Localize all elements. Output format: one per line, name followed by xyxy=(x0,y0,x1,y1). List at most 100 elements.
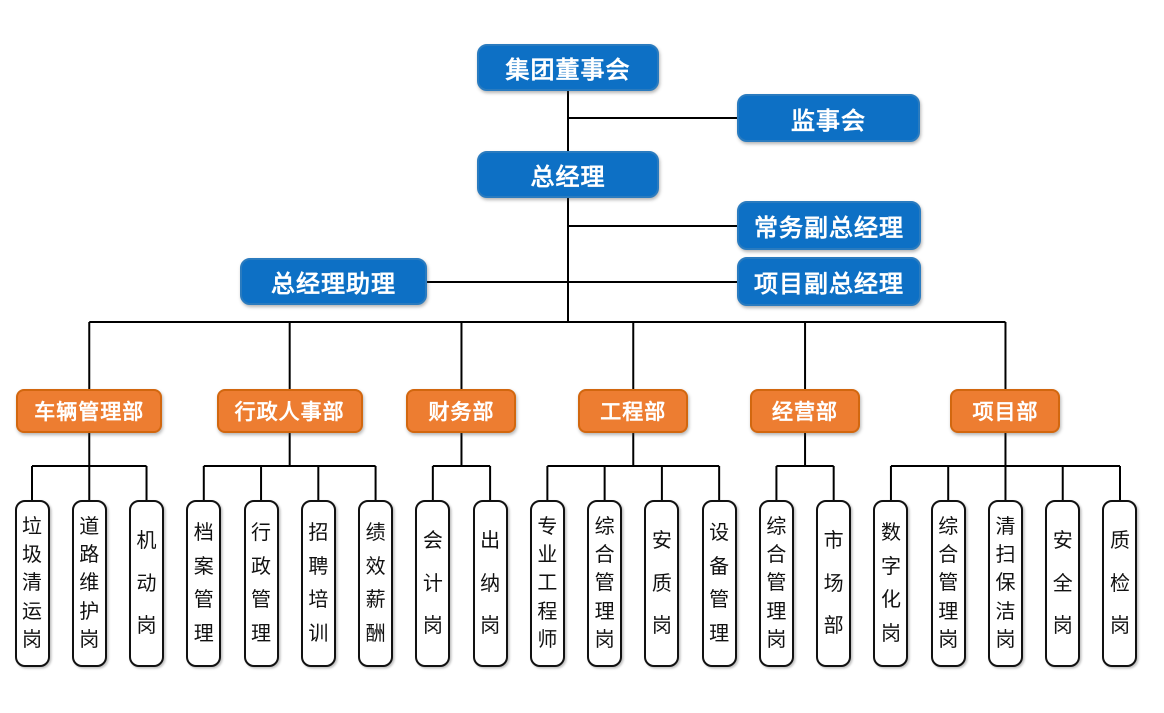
position-label-char: 道 xyxy=(79,516,100,539)
position-box: 行政管理 xyxy=(243,500,279,667)
position-label-char: 训 xyxy=(308,623,329,646)
position-label-char: 岗 xyxy=(79,628,100,651)
position-label-char: 理 xyxy=(709,623,730,646)
org-node-vehicle-management-dept: 车辆管理部 xyxy=(16,389,163,433)
position-label-char: 备 xyxy=(709,555,730,578)
position-label-char: 场 xyxy=(823,572,844,595)
position-label-char: 案 xyxy=(193,555,214,578)
position-box: 垃圾清运岗 xyxy=(14,500,50,667)
position-label-char: 质 xyxy=(651,572,672,595)
position-label-char: 政 xyxy=(251,555,272,578)
position-label-char: 字 xyxy=(880,555,901,578)
position-label-char: 效 xyxy=(365,555,386,578)
position-label-char: 市 xyxy=(823,530,844,553)
position-label-char: 计 xyxy=(422,572,443,595)
position-label-char: 管 xyxy=(709,589,730,612)
position-label-char: 岗 xyxy=(880,623,901,646)
position-box: 安质岗 xyxy=(644,500,680,667)
position-label-char: 理 xyxy=(766,600,787,623)
position-label-char: 合 xyxy=(766,544,787,567)
position-label-char: 化 xyxy=(880,589,901,612)
position-box: 清扫保洁岗 xyxy=(987,500,1023,667)
position-label-char: 出 xyxy=(480,530,501,553)
position-label-char: 洁 xyxy=(995,600,1016,623)
position-label-char: 程 xyxy=(537,600,558,623)
org-node-engineering-dept: 工程部 xyxy=(578,389,689,433)
position-label-char: 管 xyxy=(193,589,214,612)
position-label-char: 运 xyxy=(22,600,42,623)
position-label-char: 清 xyxy=(22,572,42,595)
position-label-char: 安 xyxy=(651,530,672,553)
position-box: 档案管理 xyxy=(186,500,222,667)
position-label-char: 岗 xyxy=(995,628,1016,651)
position-label-char: 合 xyxy=(938,544,959,567)
position-label-char: 绩 xyxy=(365,521,386,544)
position-label-char: 会 xyxy=(422,530,443,553)
position-box: 出纳岗 xyxy=(472,500,508,667)
department-label: 财务部 xyxy=(428,401,495,424)
position-label-char: 岗 xyxy=(594,628,615,651)
position-box: 市场部 xyxy=(816,500,852,667)
position-label-char: 部 xyxy=(823,614,844,637)
executive-label: 集团董事会 xyxy=(505,57,631,84)
position-label-char: 检 xyxy=(1109,572,1130,595)
position-label-char: 岗 xyxy=(480,614,501,637)
position-label-char: 岗 xyxy=(766,628,787,651)
position-label-char: 岗 xyxy=(22,628,42,651)
org-node-project-dept: 项目部 xyxy=(950,389,1061,433)
org-node-operations-dept: 经营部 xyxy=(750,389,861,433)
position-label-char: 综 xyxy=(766,516,787,539)
position-label-char: 综 xyxy=(938,516,959,539)
position-label-char: 岗 xyxy=(651,614,672,637)
executive-label: 项目副总经理 xyxy=(754,271,904,298)
position-label-char: 岗 xyxy=(136,614,157,637)
org-node-executive-deputy-general-manager: 常务副总经理 xyxy=(737,201,921,250)
executive-label: 常务副总经理 xyxy=(754,215,904,242)
position-label-char: 圾 xyxy=(22,544,42,567)
org-node-supervisory-board: 监事会 xyxy=(737,94,920,142)
position-label-char: 保 xyxy=(995,572,1016,595)
org-node-admin-hr-dept: 行政人事部 xyxy=(216,389,363,433)
position-box: 安全岗 xyxy=(1045,500,1081,667)
position-label-char: 招 xyxy=(308,521,329,544)
position-label-char: 业 xyxy=(537,544,558,567)
executive-label: 总经理 xyxy=(530,164,606,191)
org-node-general-manager-assistant: 总经理助理 xyxy=(240,258,427,305)
position-label-char: 管 xyxy=(938,572,959,595)
position-label-char: 理 xyxy=(193,623,214,646)
position-label-char: 酬 xyxy=(365,623,386,646)
executive-label: 监事会 xyxy=(791,107,866,135)
position-label-char: 扫 xyxy=(995,544,1016,567)
position-label-char: 垃 xyxy=(22,516,42,539)
position-label-char: 岗 xyxy=(422,614,443,637)
position-box: 综合管理岗 xyxy=(758,500,794,667)
department-label: 项目部 xyxy=(972,401,1039,424)
position-box: 会计岗 xyxy=(415,500,451,667)
position-box: 招聘培训 xyxy=(300,500,336,667)
position-box: 综合管理岗 xyxy=(587,500,623,667)
position-label-char: 岗 xyxy=(938,628,959,651)
position-box: 专业工程师 xyxy=(529,500,565,667)
position-label-char: 清 xyxy=(995,516,1016,539)
position-label-char: 安 xyxy=(1052,530,1073,553)
org-node-general-manager: 总经理 xyxy=(477,151,659,198)
position-label-char: 护 xyxy=(79,600,100,623)
position-label-char: 纳 xyxy=(480,572,501,595)
position-label-char: 质 xyxy=(1109,530,1130,553)
position-box: 数字化岗 xyxy=(873,500,909,667)
position-label-char: 数 xyxy=(880,521,901,544)
position-box: 质检岗 xyxy=(1102,500,1138,667)
position-box: 机动岗 xyxy=(129,500,165,667)
position-label-char: 工 xyxy=(537,572,558,595)
position-label-char: 管 xyxy=(251,589,272,612)
position-box: 绩效薪酬 xyxy=(358,500,394,667)
position-label-char: 机 xyxy=(136,530,157,553)
position-label-char: 维 xyxy=(79,572,100,595)
position-label-char: 岗 xyxy=(1052,614,1073,637)
position-label-char: 专 xyxy=(537,516,558,539)
position-label-char: 路 xyxy=(79,544,100,567)
position-label-char: 合 xyxy=(594,544,615,567)
position-label-char: 档 xyxy=(193,521,214,544)
